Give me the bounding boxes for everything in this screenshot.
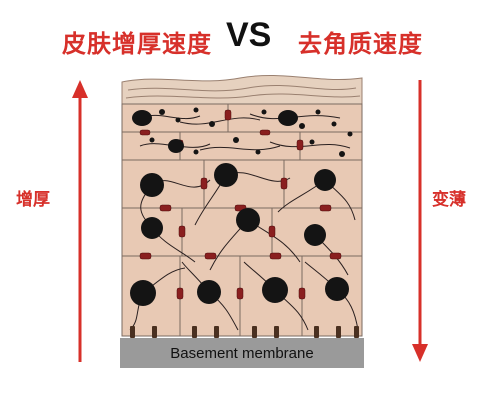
basement-membrane-label: Basement membrane (170, 345, 313, 362)
cell-nuclei (130, 110, 349, 306)
hemidesmosomes (130, 326, 359, 338)
vs-label: VS (226, 16, 272, 54)
exfoliation-speed-title: 去角质速度 (298, 30, 423, 58)
thicken-label: 增厚 (16, 190, 50, 210)
skin-thickening-speed-title: 皮肤增厚速度 (62, 30, 212, 58)
keratohyalin-granules (149, 107, 353, 157)
down-arrow-icon (412, 80, 428, 362)
basement-membrane: Basement membrane (120, 338, 364, 368)
horny-layer (121, 74, 363, 105)
thin-label: 变薄 (432, 190, 466, 210)
up-arrow-icon (72, 80, 88, 362)
granular-layer (121, 103, 363, 161)
